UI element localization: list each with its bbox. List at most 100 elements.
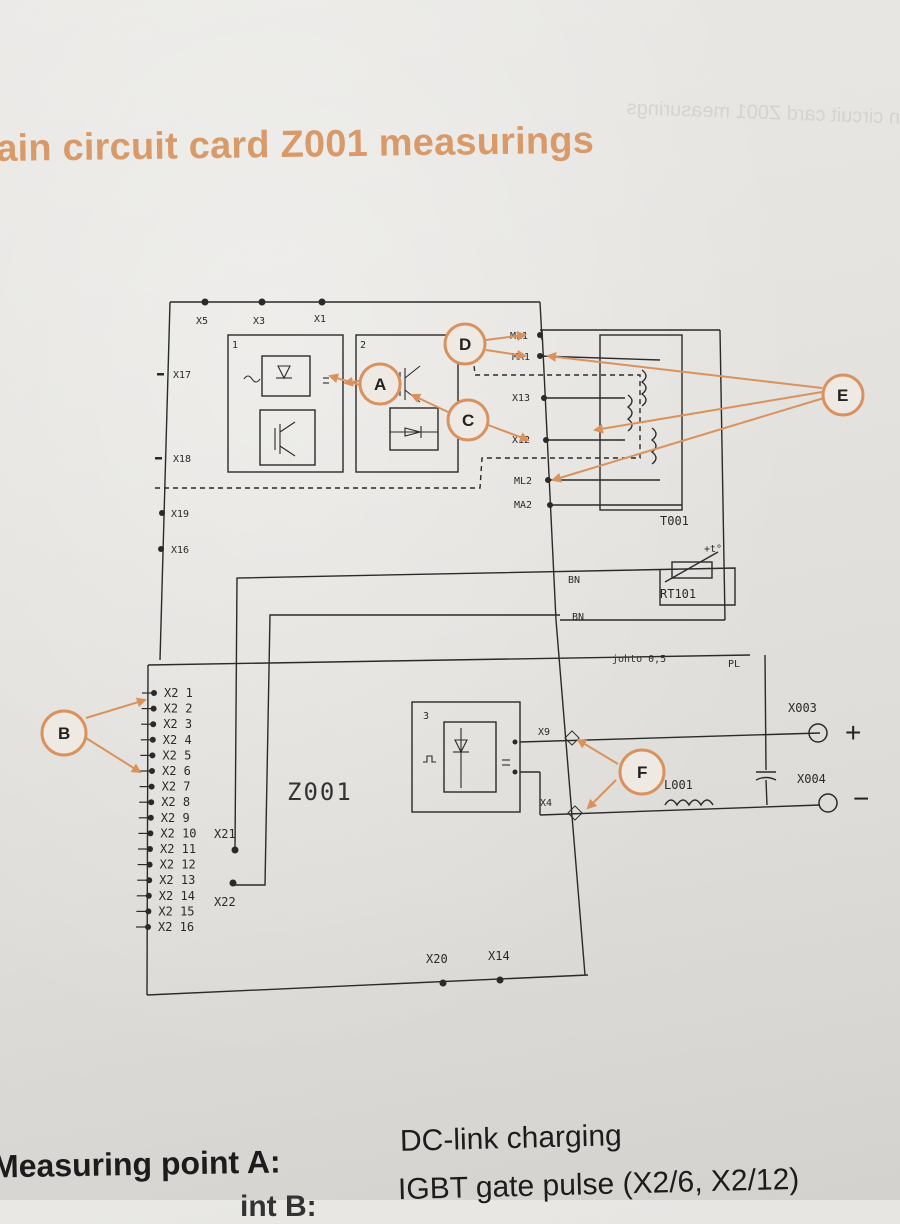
bn-label-1: BN	[568, 575, 580, 586]
x2-pin-label: X2 12	[160, 858, 196, 872]
igbt-box-1	[259, 409, 316, 466]
x21-label: X21	[214, 827, 236, 841]
x19-dot	[159, 510, 165, 516]
callout-b-arrow-2	[85, 737, 142, 774]
x2-pin-dot	[149, 752, 156, 759]
cap-wire	[765, 779, 768, 806]
x9-label: X9	[538, 727, 550, 738]
x2-pin-label: X2 5	[162, 748, 191, 762]
upper-right-frame-side	[719, 329, 726, 621]
callout-d-letter: D	[459, 335, 471, 354]
bn-label-2: BN	[572, 612, 584, 623]
callout-d-circle	[443, 322, 487, 366]
x2-pin-dot	[149, 736, 156, 743]
t001-label: T001	[660, 514, 689, 528]
x14-dot	[496, 976, 504, 984]
x2-pin-dot	[145, 892, 152, 899]
x3-dot	[258, 298, 266, 306]
x14-label: X14	[488, 949, 510, 963]
main-vertical-bus-lower	[555, 619, 586, 976]
x2-pin-dot	[148, 799, 155, 806]
rectifier-box	[261, 355, 311, 397]
measuring-legend: Measuring point A: DC-link charging IGBT…	[0, 1118, 900, 1223]
isolation-boundary	[155, 344, 641, 489]
block-3-number: 3	[423, 711, 429, 722]
wire-note: johto 0,5	[612, 654, 666, 665]
x13-label: X13	[512, 393, 530, 404]
lower-frame-top	[147, 654, 751, 666]
rectifier-box-3	[443, 721, 497, 793]
x2-pin-dot	[147, 814, 154, 821]
x2-pin-dot	[148, 783, 155, 790]
x2-pin-dot	[146, 861, 153, 868]
x20-dot	[439, 979, 447, 987]
t001-frame	[599, 334, 683, 511]
measuring-point-b-label: int B:	[240, 1190, 317, 1223]
rt101-label: RT101	[660, 587, 696, 601]
x4-output-line	[539, 804, 821, 816]
choke-coil	[664, 799, 714, 807]
x2-connector: X2 1X2 2X2 3X2 4X2 5X2 6X2 7X2 8X2 9X2 1…	[136, 686, 197, 934]
lower-frame-left	[146, 664, 149, 996]
igbt-terminals	[404, 365, 421, 403]
x003-terminal	[808, 723, 828, 743]
ml2-dot	[545, 477, 551, 483]
callout-f-circle	[618, 748, 666, 796]
callout-e-circle	[821, 373, 865, 417]
callout-a-letter: A	[374, 375, 386, 394]
x4-junction	[567, 805, 583, 821]
callout-b-arrow-1	[85, 697, 147, 719]
x2-pin-label: X2 1	[164, 686, 193, 700]
ml2-label: ML2	[514, 476, 532, 487]
coil-3	[650, 427, 657, 465]
plus-sign: +	[845, 717, 861, 748]
x2-pin-label: X2 7	[162, 780, 191, 794]
x2-pin-dot	[151, 690, 157, 696]
block-1-frame	[227, 334, 344, 473]
signal-line-x21	[234, 567, 736, 851]
x2-pin-label: X2 9	[161, 811, 190, 825]
x5-dot	[201, 298, 209, 306]
x004-label: X004	[797, 772, 826, 786]
x22-label: X22	[214, 895, 236, 909]
callout-c-circle	[446, 398, 490, 442]
x16-dot	[158, 546, 164, 552]
x2-pin-label: X2 14	[159, 889, 195, 903]
callout-c-arrow-1	[410, 393, 449, 413]
measuring-point-a-desc: DC-link charging	[399, 1119, 623, 1158]
cap-plate-2	[755, 776, 777, 781]
x2-pin-dot	[150, 721, 157, 728]
x2-pin-dot	[147, 846, 153, 852]
ml1-dot	[537, 332, 543, 338]
rt101-slash	[664, 551, 719, 583]
callout-d-arrow-2	[485, 349, 527, 360]
measuring-point-label: Measuring point A:	[0, 1143, 281, 1185]
block-3-frame	[411, 701, 521, 813]
x9-output-line	[519, 732, 821, 743]
callout-b-letter: B	[58, 724, 70, 743]
x12-dot	[543, 437, 549, 443]
callout-a-circle	[358, 362, 402, 406]
igbt-symbol-block1	[274, 421, 296, 457]
x004-terminal	[818, 793, 838, 813]
x2-pin-label: X2 13	[159, 873, 195, 887]
coil-1	[640, 369, 647, 407]
ac-symbol	[243, 375, 261, 383]
x2-pin-label: X2 16	[158, 920, 194, 934]
board-name: Z001	[287, 778, 353, 806]
callout-e-arrow-1	[546, 351, 823, 389]
x20-label: X20	[426, 952, 448, 966]
rt-symbol-label: +t°	[704, 544, 722, 555]
block-1-number: 1	[232, 340, 238, 351]
x4-label: X4	[540, 798, 552, 809]
callout-f-arrow-2	[586, 779, 617, 810]
x2-pin-label: X2 6	[162, 764, 191, 778]
x17-label: X17	[173, 370, 191, 381]
x19-label: X19	[171, 509, 189, 520]
ma2-dot	[547, 502, 553, 508]
ma1-dot	[537, 353, 543, 359]
coil-2	[626, 394, 633, 432]
x17-mark	[157, 373, 164, 376]
lower-frame-bottom	[146, 974, 589, 996]
